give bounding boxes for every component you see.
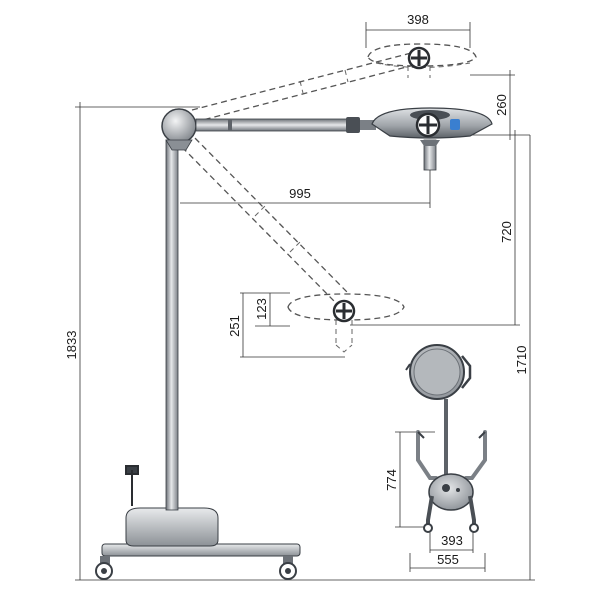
hub-icon-main [415,112,441,138]
dim-393-label: 393 [441,533,463,548]
dim-1710-label: 1710 [514,346,529,375]
indicator-light [450,119,460,130]
caster-right [279,556,297,580]
caster-left [95,556,113,580]
dim-555-label: 555 [437,552,459,567]
dim-260-label: 260 [494,94,509,116]
dim-398-label: 398 [407,12,429,27]
dim-774-label: 774 [384,469,399,491]
lamp-stand [95,108,301,580]
dim-720-label: 720 [499,221,514,243]
dim-995-label: 995 [289,186,311,201]
hub-icon-upper [407,46,431,70]
vertical-pole [165,139,179,511]
dim-1833-label: 1833 [64,331,79,360]
lower-lamp-head-ghost [287,293,405,353]
lower-arm-ghost [174,130,350,304]
hub-icon-lower [332,299,356,323]
dimension-lines [75,22,535,581]
power-cable [125,465,139,506]
pivot-joint [161,108,197,144]
upper-arm-ghost [191,51,419,123]
counterweight-housing [125,507,219,547]
dim-123-label: 123 [254,298,269,320]
front-view [405,344,487,533]
dim-251-label: 251 [227,315,242,337]
main-arm [195,117,376,133]
